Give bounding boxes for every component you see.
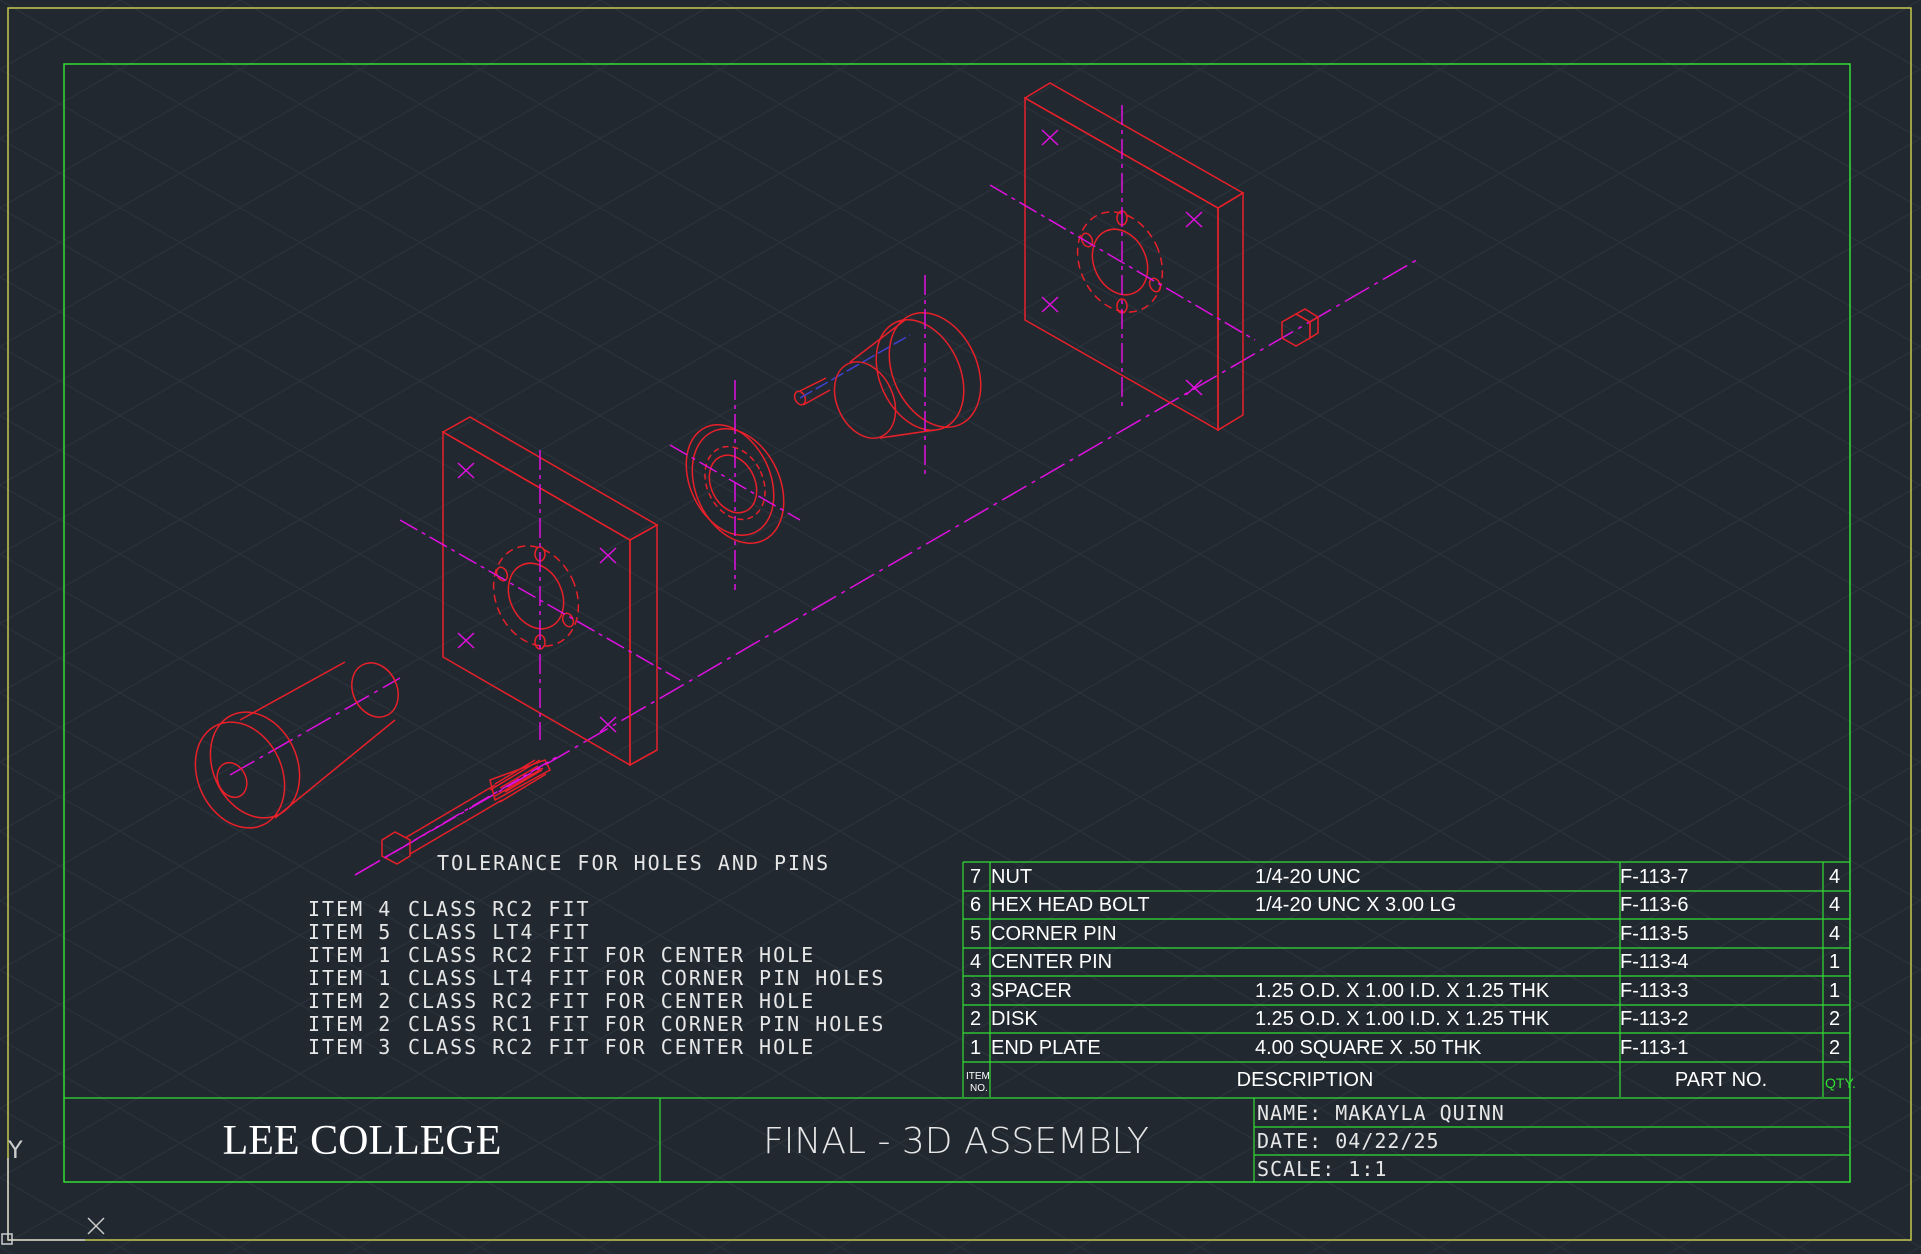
hex-head-bolt: [381, 759, 551, 865]
bom-spec: 4.00 SQUARE X .50 THK: [1255, 1037, 1482, 1059]
tolerance-spec: CLASS RC2 FIT FOR CENTER HOLE: [408, 943, 815, 967]
drawing-scale: SCALE: 1:1: [1257, 1157, 1387, 1181]
bom-qty: 4: [1829, 866, 1840, 888]
bom-part-no: F-113-1: [1620, 1037, 1689, 1059]
bom-part-no: F-113-5: [1620, 923, 1689, 945]
bom-part-no: F-113-4: [1620, 951, 1689, 973]
bom-spec: 1.25 O.D. X 1.00 I.D. X 1.25 THK: [1255, 980, 1550, 1002]
bom-qty: 2: [1829, 1008, 1840, 1030]
tolerance-spec: CLASS RC2 FIT: [408, 897, 591, 921]
bom-row: 4 CENTER PIN F-113-4 1: [970, 951, 1840, 973]
bom-name: SPACER: [991, 980, 1072, 1002]
bom-qty: 1: [1829, 980, 1840, 1002]
end-plate-front-centerlines: [399, 450, 681, 740]
bom-name: CORNER PIN: [991, 923, 1117, 945]
bom-header-item: ITEM: [966, 1071, 990, 1082]
tolerance-spec: CLASS RC2 FIT FOR CENTER HOLE: [408, 1035, 815, 1059]
bom-row: 6 HEX HEAD BOLT 1/4-20 UNC X 3.00 LG F-1…: [970, 894, 1840, 916]
bom-item-no: 5: [970, 923, 981, 945]
bom-qty: 2: [1829, 1037, 1840, 1059]
tolerance-item: ITEM 2: [308, 989, 392, 1013]
bom-qty: 4: [1829, 923, 1840, 945]
bom-header: ITEM NO. DESCRIPTION PART NO. QTY.: [966, 1069, 1856, 1094]
bom-qty: 4: [1829, 894, 1840, 916]
tolerance-notes: TOLERANCE FOR HOLES AND PINS ITEM 4 CLAS…: [308, 851, 885, 1059]
tolerance-item: ITEM 5: [308, 920, 392, 944]
bom-row: 5 CORNER PIN F-113-5 4: [970, 923, 1840, 945]
end-plate-rear-centerlines: [989, 105, 1256, 410]
bom-row: 1 END PLATE 4.00 SQUARE X .50 THK F-113-…: [970, 1037, 1840, 1059]
bom-item-no: 6: [970, 894, 981, 916]
bom-row: 7 NUT 1/4-20 UNC F-113-7 4: [970, 866, 1840, 888]
bom-grid: [962, 861, 1850, 1097]
tolerance-item: ITEM 4: [308, 897, 392, 921]
tolerance-item: ITEM 1: [308, 943, 392, 967]
bom-qty: 1: [1829, 951, 1840, 973]
bom-name: DISK: [991, 1008, 1038, 1030]
drawing-title: FINAL - 3D ASSEMBLY: [763, 1121, 1149, 1162]
college-name: LEE COLLEGE: [223, 1118, 502, 1164]
bill-of-materials: 7 NUT 1/4-20 UNC F-113-7 4 6 HEX HEAD BO…: [962, 861, 1856, 1097]
tolerance-item: ITEM 2: [308, 1012, 392, 1036]
bom-item-no: 2: [970, 1008, 981, 1030]
tolerance-spec: CLASS RC1 FIT FOR CORNER PIN HOLES: [408, 1012, 885, 1036]
tolerance-item: ITEM 1: [308, 966, 392, 990]
bolt-centerline: [354, 754, 561, 876]
bom-item-no: 3: [970, 980, 981, 1002]
bom-part-no: F-113-7: [1620, 866, 1689, 888]
bom-name: CENTER PIN: [991, 951, 1112, 973]
bom-item-no: 1: [970, 1037, 981, 1059]
bom-header-description: DESCRIPTION: [1237, 1069, 1374, 1091]
bom-name: HEX HEAD BOLT: [991, 894, 1150, 916]
end-plate-front: [441, 416, 659, 767]
bom-part-no: F-113-6: [1620, 894, 1689, 916]
tolerance-heading: TOLERANCE FOR HOLES AND PINS: [437, 851, 830, 875]
drawing-date: DATE: 04/22/25: [1257, 1129, 1440, 1153]
spacer: [833, 312, 982, 439]
bom-spec: 1.25 O.D. X 1.00 I.D. X 1.25 THK: [1255, 1008, 1550, 1030]
bom-header-qty: QTY.: [1825, 1075, 1856, 1091]
tolerance-spec: CLASS LT4 FIT: [408, 920, 591, 944]
center-pin: [194, 661, 399, 829]
bom-spec: 1/4-20 UNC: [1255, 866, 1361, 888]
ucs-y-label: Y: [7, 1136, 23, 1164]
assembly-view: [194, 82, 1421, 876]
drawing-frame: [63, 63, 1851, 1183]
disk-front-centerlines: [669, 380, 801, 590]
drafter-name: NAME: MAKAYLA QUINN: [1257, 1101, 1505, 1125]
corner-pin-axis: [799, 334, 911, 399]
tolerance-item: ITEM 3: [308, 1035, 392, 1059]
bom-row: 3 SPACER 1.25 O.D. X 1.00 I.D. X 1.25 TH…: [970, 980, 1840, 1002]
sheet-border: [7, 7, 1912, 1241]
bom-header-part-no: PART NO.: [1675, 1069, 1767, 1091]
bom-spec: 1/4-20 UNC X 3.00 LG: [1255, 894, 1456, 916]
bom-item-no: 4: [970, 951, 981, 973]
tolerance-list: ITEM 4 CLASS RC2 FIT ITEM 5 CLASS LT4 FI…: [308, 897, 885, 1059]
title-block: LEE COLLEGE FINAL - 3D ASSEMBLY NAME: MA…: [64, 1097, 1850, 1182]
tolerance-spec: CLASS RC2 FIT FOR CENTER HOLE: [408, 989, 815, 1013]
bom-header-no: NO.: [970, 1083, 988, 1094]
bom-name: NUT: [991, 866, 1032, 888]
bom-name: END PLATE: [991, 1037, 1101, 1059]
disk-front: [685, 424, 785, 544]
bom-item-no: 7: [970, 866, 981, 888]
ucs-icon: [1, 1158, 105, 1245]
bom-part-no: F-113-2: [1620, 1008, 1689, 1030]
tolerance-spec: CLASS LT4 FIT FOR CORNER PIN HOLES: [408, 966, 885, 990]
bom-part-no: F-113-3: [1620, 980, 1689, 1002]
nut: [1281, 308, 1320, 347]
bom-row: 2 DISK 1.25 O.D. X 1.00 I.D. X 1.25 THK …: [970, 1008, 1840, 1030]
end-plate-rear: [1023, 82, 1245, 432]
